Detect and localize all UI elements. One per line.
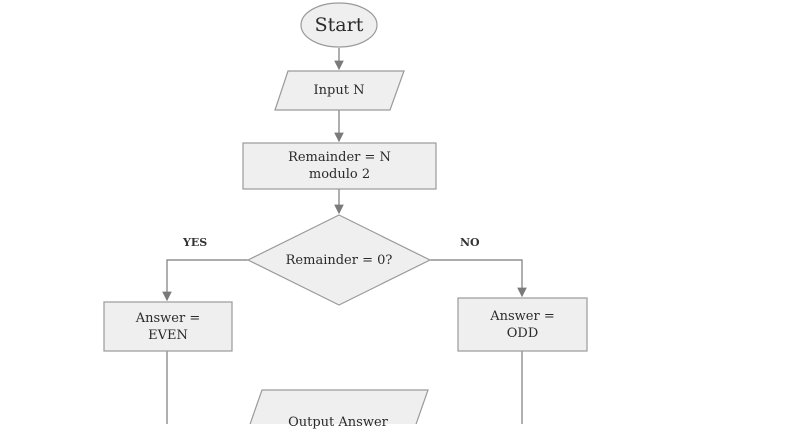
- output-label: Output Answer: [288, 414, 388, 430]
- even-box-shape: [103, 301, 233, 352]
- even-label: Answer = EVEN: [104, 302, 232, 351]
- connector-decision-odd: [430, 259, 527, 298]
- output-parallelogram-shape: [249, 389, 429, 424]
- connector-decision-even: [162, 259, 248, 302]
- decision-diamond-shape: [246, 214, 432, 306]
- process-label-line2: modulo 2: [308, 167, 371, 182]
- input-parallelogram-shape: [274, 70, 405, 111]
- no-edge-label: NO: [460, 236, 480, 249]
- process-box-shape: [242, 142, 437, 190]
- odd-box-shape: [457, 297, 588, 352]
- process-label: Remainder = N modulo 2: [243, 143, 436, 189]
- start-label: Start: [314, 13, 364, 36]
- input-label: Input N: [313, 82, 365, 98]
- process-label-line1: Remainder = N: [288, 150, 391, 165]
- yes-edge-label: YES: [183, 236, 208, 249]
- even-label-line1: Answer =: [135, 310, 201, 326]
- flowchart: [103, 2, 588, 424]
- start-terminal-shape: [300, 2, 378, 48]
- decision-label: Remainder = 0?: [285, 252, 393, 268]
- even-label-line2: EVEN: [148, 327, 188, 343]
- odd-label-line1: Answer =: [490, 308, 555, 324]
- odd-label: Answer = ODD: [458, 298, 587, 351]
- odd-label-line2: ODD: [506, 325, 539, 341]
